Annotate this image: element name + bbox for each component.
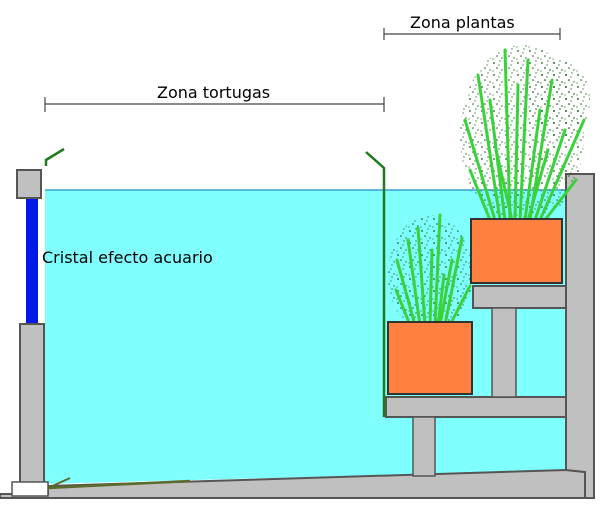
- ramp: [47, 479, 191, 490]
- cristal-label: Cristal efecto acuario: [42, 248, 213, 267]
- center-fence: [365, 151, 386, 417]
- zona-tortugas-label: Zona tortugas: [157, 83, 270, 102]
- upper-shelf: [472, 285, 567, 309]
- upper-plant: [460, 45, 590, 225]
- ramp-end: [47, 477, 71, 489]
- upper-support: [491, 307, 517, 398]
- aquarium-glass: [26, 199, 38, 323]
- lower-shelf: [385, 396, 567, 418]
- left-wall: [19, 323, 45, 485]
- drain: [11, 481, 49, 497]
- lower-pot: [387, 321, 473, 395]
- lower-plant: [388, 213, 472, 335]
- right-wall: [565, 173, 595, 499]
- left-wall-top-cap: [16, 169, 42, 199]
- zona-plantas-label: Zona plantas: [410, 13, 515, 32]
- upper-pot: [470, 218, 563, 284]
- left-fence: [44, 147, 65, 166]
- zona-plantas-dimension: [383, 28, 561, 40]
- lower-support: [412, 416, 436, 477]
- zona-tortugas-dimension: [44, 97, 385, 112]
